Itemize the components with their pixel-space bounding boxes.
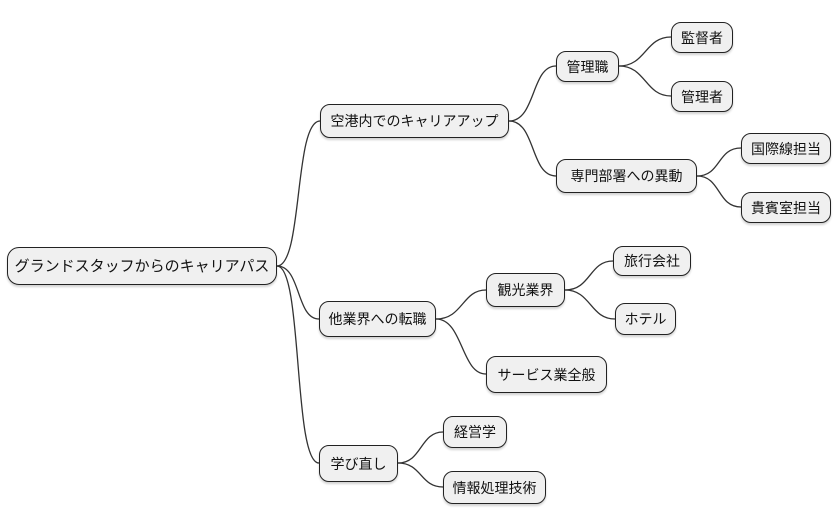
node-career-change-other-industry: 他業界への転職 <box>319 301 436 337</box>
node-tourism-industry: 観光業界 <box>486 273 565 307</box>
node-information-processing: 情報処理技術 <box>443 471 546 504</box>
node-service-industry-general: サービス業全般 <box>486 356 607 393</box>
node-international-flights: 国際線担当 <box>741 133 831 164</box>
edge-root-to-airport-career <box>276 120 321 267</box>
node-root: グランドスタッフからのキャリアパス <box>7 247 277 285</box>
node-relearning: 学び直し <box>319 445 398 482</box>
edge-airport-to-specialized-dept <box>508 120 557 177</box>
edge-root-to-relearning <box>276 265 320 464</box>
node-travel-agency: 旅行会社 <box>613 246 691 276</box>
node-supervisor: 監督者 <box>671 22 733 53</box>
edge-tourism-to-hotel <box>564 289 616 320</box>
edge-management-to-manager <box>618 65 672 97</box>
node-hotel: ホテル <box>615 303 676 335</box>
node-airport-career-up: 空港内でのキャリアアップ <box>320 104 509 138</box>
node-business-administration: 経営学 <box>443 416 507 448</box>
edge-specialized-to-international <box>696 147 742 177</box>
node-specialized-dept-transfer: 専門部署への異動 <box>556 159 697 193</box>
edge-management-to-supervisor <box>618 36 672 67</box>
edge-relearning-to-business <box>397 431 444 464</box>
node-management-position: 管理職 <box>556 51 619 82</box>
node-vip-room: 貴賓室担当 <box>741 192 831 223</box>
edge-career-change-to-tourism <box>435 289 487 320</box>
edge-career-change-to-service <box>435 318 487 375</box>
node-manager: 管理者 <box>671 81 733 112</box>
edge-root-to-career-change <box>276 265 320 320</box>
edge-relearning-to-it-skills <box>397 462 444 488</box>
edge-specialized-to-vip-room <box>696 175 742 208</box>
edge-airport-to-management <box>508 65 557 122</box>
edge-tourism-to-travel-agency <box>564 260 614 291</box>
